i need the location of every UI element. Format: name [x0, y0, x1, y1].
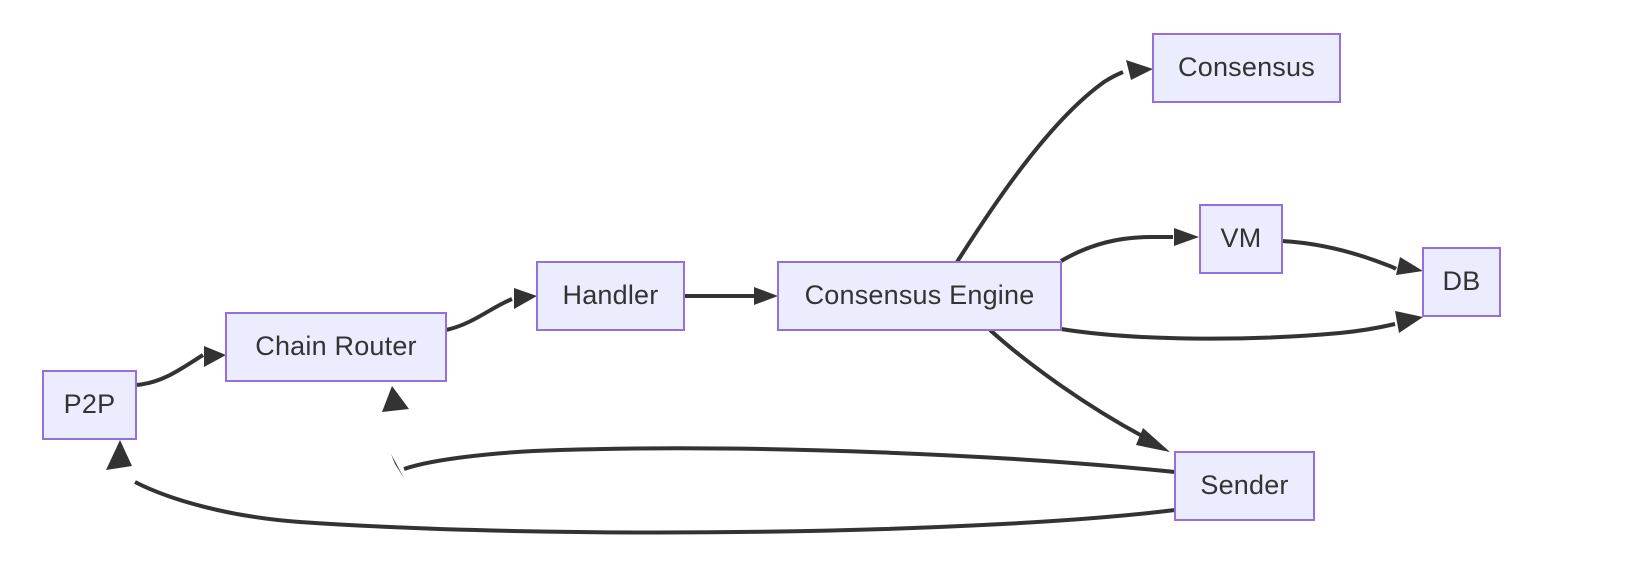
node-sender[interactable]: Sender [1174, 451, 1315, 521]
node-consensus-engine[interactable]: Consensus Engine [777, 261, 1062, 331]
arrowhead-icon [1126, 60, 1153, 80]
node-label-consensus-engine: Consensus Engine [805, 280, 1035, 310]
node-box[interactable] [1152, 33, 1341, 103]
arrowhead-icon [1136, 428, 1170, 452]
node-db[interactable]: DB [1422, 247, 1501, 317]
node-label-chain-router: Chain Router [255, 331, 417, 361]
node-box[interactable] [1422, 247, 1501, 317]
node-consensus[interactable]: Consensus [1152, 33, 1341, 103]
edge-path [955, 70, 1124, 264]
node-label-sender: Sender [1200, 470, 1288, 500]
node-layer: P2P Chain Router Handler Consensus Engin… [42, 33, 1501, 521]
arrowhead-icon [754, 287, 778, 305]
node-label-p2p: P2P [64, 389, 116, 419]
node-label-db: DB [1443, 266, 1481, 296]
node-label-consensus: Consensus [1178, 52, 1315, 82]
edge-path [445, 297, 513, 332]
arrowhead-icon [1395, 311, 1423, 333]
edge-vm-to-db [1281, 239, 1423, 275]
node-label-handler: Handler [563, 280, 659, 310]
edge-sender-to-chain-router [382, 386, 1176, 478]
node-p2p[interactable]: P2P [42, 370, 137, 440]
edge-p2p-to-chain-router [135, 346, 226, 387]
arrowhead-icon [204, 346, 226, 367]
node-box[interactable] [536, 261, 685, 331]
edge-consensus-engine-to-sender [988, 328, 1170, 452]
arrowhead-icon [1174, 228, 1199, 246]
arrowhead-icon [1396, 257, 1423, 275]
edge-path [1281, 239, 1398, 271]
edge-layer [106, 60, 1423, 535]
edge-sender-to-p2p [106, 440, 1176, 535]
arrowhead-icon [106, 440, 132, 470]
node-box[interactable] [42, 370, 137, 440]
edge-path [1060, 322, 1396, 341]
arrowhead-icon [391, 454, 404, 478]
edge-chain-router-to-handler [445, 288, 537, 332]
arrowhead-icon [514, 288, 537, 309]
node-box[interactable] [1199, 204, 1283, 274]
edge-path [134, 480, 1176, 535]
edge-path [1059, 235, 1173, 263]
node-label-vm: VM [1221, 223, 1262, 253]
edge-consensus-engine-to-vm [1059, 228, 1199, 263]
edge-consensus-engine-to-consensus [955, 60, 1153, 264]
edge-path [135, 353, 205, 387]
node-box[interactable] [1174, 451, 1315, 521]
node-box[interactable] [777, 261, 1062, 331]
node-vm[interactable]: VM [1199, 204, 1283, 274]
node-handler[interactable]: Handler [536, 261, 685, 331]
node-box[interactable] [225, 312, 447, 382]
edge-path [988, 328, 1145, 439]
edge-handler-to-consensus-engine [684, 287, 778, 305]
arrowhead-icon [382, 386, 409, 412]
edge-consensus-engine-to-db [1060, 311, 1423, 341]
edge-path [403, 446, 1176, 474]
node-chain-router[interactable]: Chain Router [225, 312, 447, 382]
